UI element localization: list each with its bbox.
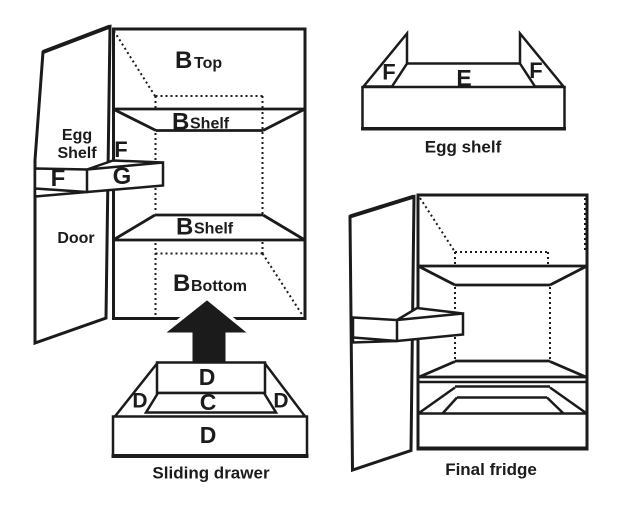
sliding-drawer-figure: D D C D D Sliding drawer: [111, 361, 309, 483]
label-b-bottom-word: Bottom: [191, 278, 247, 295]
egg-shelf-left-fin: [360, 30, 409, 88]
final-upper-shelf: [418, 264, 587, 287]
drawer-front-wall: [111, 415, 309, 458]
drawer-floor: [143, 391, 279, 414]
label-fin-f: F: [114, 137, 127, 162]
door-egg-shelf-box: [33, 159, 165, 198]
label-drawer-right-d: D: [273, 390, 288, 413]
label-egg-base-e: E: [456, 65, 471, 91]
open-fridge-figure: B Top B Shelf Egg Shelf F F G Door B She…: [33, 24, 307, 346]
label-door: Door: [57, 230, 94, 247]
final-fridge-hidden-edges: [419, 197, 586, 360]
caption-final-fridge: Final fridge: [445, 460, 537, 479]
egg-shelf-front-face: [361, 85, 566, 130]
label-door-shelf-g: G: [113, 163, 132, 190]
final-lower-shelf: [418, 359, 587, 379]
caption-sliding-drawer: Sliding drawer: [152, 464, 270, 483]
drawer-rim-diagonals: [113, 362, 307, 418]
label-b-shelf-upper-word: Shelf: [190, 116, 230, 133]
final-crisper-tray: [418, 380, 587, 415]
label-b-top-part: B: [175, 47, 192, 74]
label-b-shelf-lower-word: Shelf: [194, 221, 234, 238]
egg-shelf-figure: F E F Egg shelf: [360, 30, 567, 157]
label-drawer-front-d: D: [200, 422, 217, 448]
label-door-egg-shelf-line1: Egg: [62, 127, 92, 144]
label-egg-left-fin-f: F: [382, 60, 395, 85]
caption-egg-shelf: Egg shelf: [425, 138, 502, 157]
label-b-shelf-lower-part: B: [176, 214, 193, 241]
label-b-shelf-upper-part: B: [172, 109, 189, 136]
label-b-bottom-part: B: [173, 270, 190, 297]
upper-shelf: [113, 107, 305, 132]
final-door-shelf-box: [351, 306, 465, 344]
fridge-door-top-edge: [42, 24, 111, 54]
lower-shelf: [113, 213, 305, 242]
label-egg-right-fin-f: F: [529, 58, 542, 83]
label-door-shelf-f: F: [51, 165, 66, 192]
egg-shelf-right-fin: [518, 30, 567, 88]
label-drawer-base-c: C: [200, 389, 217, 415]
label-b-top-word: Top: [194, 55, 222, 72]
drawer-back-wall: [155, 361, 267, 395]
label-drawer-back-d: D: [199, 364, 216, 390]
final-fridge-door-top-edge: [349, 194, 415, 219]
label-drawer-left-d: D: [132, 390, 147, 413]
label-door-egg-shelf-line2: Shelf: [57, 145, 97, 162]
final-fridge-figure: Final fridge: [348, 193, 589, 479]
